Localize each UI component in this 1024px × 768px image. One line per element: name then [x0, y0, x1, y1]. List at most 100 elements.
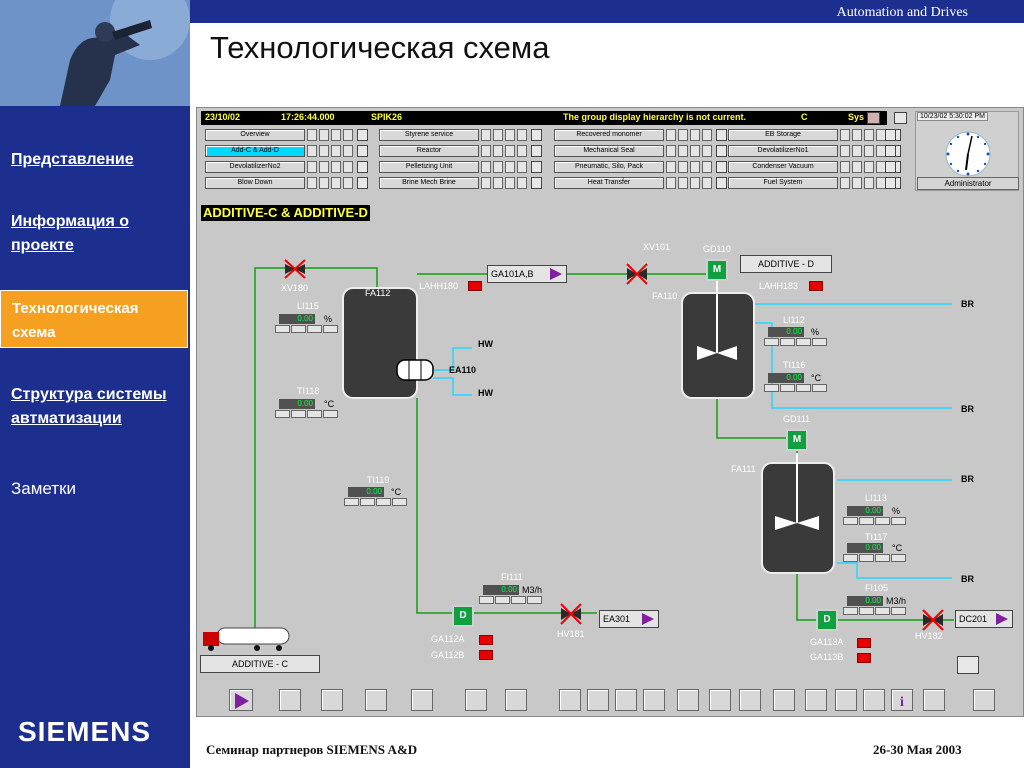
tag-ea301: EA301 [603, 614, 631, 624]
nav-item-process-diagram[interactable]: Технологическая схема [0, 290, 188, 348]
ack-icon[interactable] [867, 112, 880, 124]
display-icon[interactable] [805, 689, 827, 711]
lock-icon[interactable] [863, 689, 885, 711]
overview-button[interactable]: DevolatilizerNo2 [205, 161, 305, 173]
value-ti118[interactable]: 0.00 [279, 399, 315, 409]
group-display-icon[interactable] [716, 161, 727, 173]
alarm-lahh180[interactable] [468, 281, 482, 291]
square-icon[interactable] [615, 689, 637, 711]
value-fi111[interactable]: 0.00 [483, 585, 519, 595]
printer-icon[interactable] [365, 689, 387, 711]
motor-gd110[interactable]: M [706, 259, 728, 281]
overview-button[interactable]: Fuel System [728, 177, 838, 189]
signature-icon[interactable] [973, 689, 995, 711]
group-display-icon[interactable] [716, 129, 727, 141]
group-display-icon[interactable] [531, 177, 542, 189]
nav-item-presentation[interactable]: Представление [11, 151, 134, 168]
group-display-icon[interactable] [357, 177, 368, 189]
skip-icon[interactable] [739, 689, 761, 711]
undo-icon[interactable] [677, 689, 699, 711]
alarm-ga113b[interactable] [857, 653, 871, 663]
dc201-faceplate-button[interactable]: DC201 [955, 610, 1013, 628]
overview-button[interactable]: Overview [205, 129, 305, 141]
value-ti119[interactable]: 0.00 [348, 487, 384, 497]
group-display-icon[interactable] [885, 177, 896, 189]
message-bar[interactable]: 23/10/02 17:26:44.000 SPIK26 The group d… [201, 111, 887, 125]
overview-button[interactable]: Styrene service [379, 129, 479, 141]
overview-button[interactable]: Mechanical Seal [554, 145, 664, 157]
tanker-truck-icon [203, 627, 290, 651]
nav-item-notes[interactable]: Заметки [11, 479, 77, 498]
overview-button[interactable]: Brine Mech Brine [379, 177, 479, 189]
play-icon[interactable] [229, 689, 253, 711]
value-fi105[interactable]: 0.00 [847, 596, 883, 606]
group-display-icon[interactable] [357, 161, 368, 173]
pen-icon[interactable] [923, 689, 945, 711]
overview-button[interactable]: EB Storage [728, 129, 838, 141]
value-ti117[interactable]: 0.00 [847, 543, 883, 553]
value-ti116[interactable]: 0.00 [768, 373, 804, 383]
status-cell [331, 129, 341, 141]
siemens-logo: SIEMENS [18, 716, 152, 747]
alarm-ga113a[interactable] [857, 638, 871, 648]
overview-button[interactable]: DevolatilizerNo1 [728, 145, 838, 157]
group-display-icon[interactable] [531, 129, 542, 141]
line-fa112-to-ga112 [416, 398, 452, 614]
folder-icon[interactable] [321, 689, 343, 711]
additive-d-button[interactable]: ADDITIVE - D [740, 255, 832, 273]
window-icon[interactable] [505, 689, 527, 711]
status-cell [343, 177, 353, 189]
report-icon[interactable] [643, 689, 665, 711]
overview-button[interactable]: Pneumatic, Silo, Pack [554, 161, 664, 173]
stop-icon[interactable] [587, 689, 609, 711]
nav-item-automation-structure[interactable]: Структура системы автматизации [11, 386, 167, 427]
group-display-icon[interactable] [716, 177, 727, 189]
value-li115[interactable]: 0.00 [279, 314, 315, 324]
nav-item-project-info[interactable]: Информация о проекте [11, 213, 130, 254]
alarm-lahh183[interactable] [809, 281, 823, 291]
footer-seminar: Семинар партнеров SIEMENS A&D [206, 742, 418, 757]
alarm-ga112a[interactable] [479, 635, 493, 645]
value-li113[interactable]: 0.00 [847, 506, 883, 516]
group-display-icon[interactable] [531, 161, 542, 173]
tag-xv180: XV180 [281, 283, 309, 293]
group-display-icon[interactable] [531, 145, 542, 157]
pause-icon[interactable] [559, 689, 581, 711]
group-display-icon[interactable] [357, 145, 368, 157]
status-cell [666, 161, 676, 173]
status-cell [864, 129, 874, 141]
window-icon[interactable] [465, 689, 487, 711]
motor-gd111[interactable]: M [786, 429, 808, 451]
overview-button[interactable]: Blow Down [205, 177, 305, 189]
ga101-faceplate-button[interactable]: GA101A,B [487, 265, 567, 283]
status-cell [307, 177, 317, 189]
additive-c-button[interactable]: ADDITIVE - C [200, 655, 320, 673]
group-display-icon[interactable] [716, 145, 727, 157]
alarm-ga112b[interactable] [479, 650, 493, 660]
overview-button[interactable]: Add-C & Add-D [205, 145, 305, 157]
group-display-icon[interactable] [885, 161, 896, 173]
overview-button[interactable]: Condenser Vacuum [728, 161, 838, 173]
overview-button[interactable]: Recovered monomer [554, 129, 664, 141]
close-display-icon[interactable] [835, 689, 857, 711]
chart-icon[interactable] [411, 689, 433, 711]
overview-button[interactable]: Reactor [379, 145, 479, 157]
group-display-icon[interactable] [885, 129, 896, 141]
overview-button[interactable]: Pelletizing Unit [379, 161, 479, 173]
info-icon[interactable]: i [891, 689, 913, 711]
value-li112[interactable]: 0.00 [768, 327, 804, 337]
group-display-icon[interactable] [357, 129, 368, 141]
line-br2 [755, 322, 952, 409]
ea301-faceplate-button[interactable]: EA301 [599, 610, 659, 628]
pump-ga112[interactable]: D [452, 605, 474, 627]
key-icon[interactable] [279, 689, 301, 711]
group-display-icon[interactable] [885, 145, 896, 157]
display-icon[interactable] [773, 689, 795, 711]
next-icon[interactable] [709, 689, 731, 711]
overview-button[interactable]: Heat Transfer [554, 177, 664, 189]
print-icon[interactable] [894, 112, 907, 124]
user-field[interactable]: Administrator [917, 177, 1019, 190]
trend-icon[interactable] [957, 656, 979, 674]
play-arrow-icon [642, 613, 654, 625]
pump-ga113[interactable]: D [816, 609, 838, 631]
